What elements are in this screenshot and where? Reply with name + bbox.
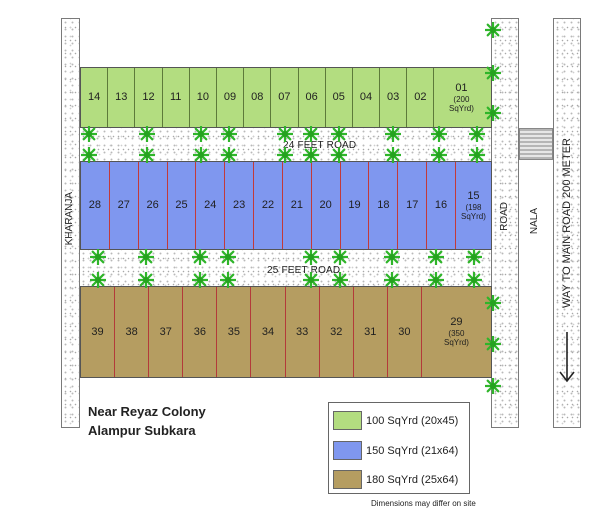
plot-23: 23 (225, 162, 255, 249)
plot-16: 16 (427, 162, 456, 249)
corner-plot-unit: SqYrd) (448, 103, 474, 113)
plot-34: 34 (251, 287, 286, 377)
corner-plot-number: 15 (467, 189, 480, 202)
location-title: Near Reyaz Colony Alampur Subkara (88, 402, 206, 440)
legend-swatch-150 (333, 441, 362, 460)
plot-25: 25 (168, 162, 197, 249)
legend-swatch-100 (333, 411, 362, 430)
plot-17: 17 (398, 162, 428, 249)
plot-02: 02 (407, 68, 435, 127)
plot-08: 08 (244, 68, 272, 127)
legend-item-100: 100 SqYrd (20x45) (333, 411, 458, 430)
dimensions-note: Dimensions may differ on site (371, 499, 476, 508)
right-road-label: ROAD (499, 202, 510, 231)
plot-05: 05 (326, 68, 353, 127)
location-line-2: Alampur Subkara (88, 423, 196, 438)
plot-21: 21 (283, 162, 312, 249)
plot-38: 38 (115, 287, 150, 377)
plot-24: 24 (196, 162, 226, 249)
plot-36: 36 (183, 287, 218, 377)
right-road (491, 18, 519, 428)
plot-14: 14 (81, 68, 109, 127)
corner-plot-number: 01 (455, 81, 468, 94)
location-line-1: Near Reyaz Colony (88, 404, 206, 419)
kharanja-road (61, 18, 80, 428)
corner-plot-area: (198 (465, 202, 482, 212)
plot-39: 39 (81, 287, 116, 377)
legend: 100 SqYrd (20x45) 150 SqYrd (21x64) 180 … (328, 402, 470, 494)
road-25-label: 25 FEET ROAD (267, 265, 341, 276)
plot-12: 12 (135, 68, 163, 127)
legend-item-180: 180 SqYrd (25x64) (333, 470, 458, 489)
corner-plot-unit: SqYrd) (443, 338, 469, 348)
legend-swatch-180 (333, 470, 362, 489)
plot-07: 07 (271, 68, 299, 127)
legend-item-150: 150 SqYrd (21x64) (333, 441, 458, 460)
corner-plot-number: 29 (450, 316, 463, 329)
plot-31: 31 (354, 287, 388, 377)
plot-04: 04 (353, 68, 381, 127)
plot-33: 33 (286, 287, 320, 377)
kharanja-label: KHARANJA (64, 192, 75, 246)
corner-plot-area: (350 (448, 329, 465, 339)
plot-13: 13 (108, 68, 136, 127)
plot-18: 18 (369, 162, 399, 249)
corner-plot-unit: SqYrd) (460, 211, 486, 221)
plot-30: 30 (388, 287, 422, 377)
plot-27: 27 (110, 162, 139, 249)
main-road-label: WAY TO MAIN ROAD 200 METER (561, 138, 573, 308)
arrow-down-icon (559, 332, 575, 383)
legend-label-150: 150 SqYrd (21x64) (366, 444, 459, 457)
plot-06: 06 (299, 68, 326, 127)
plot-20: 20 (312, 162, 341, 249)
corner-plot-area: (200 (453, 94, 470, 104)
plot-37: 37 (149, 287, 184, 377)
plot-28: 28 (81, 162, 110, 249)
plot-22: 22 (254, 162, 283, 249)
nala-label: NALA (529, 208, 540, 235)
road-24-label: 24 FEET ROAD (283, 140, 357, 151)
plot-11: 11 (163, 68, 190, 127)
plot-26: 26 (139, 162, 168, 249)
plot-32: 32 (320, 287, 354, 377)
plot-09: 09 (217, 68, 245, 127)
plot-19: 19 (341, 162, 370, 249)
plot-03: 03 (380, 68, 408, 127)
plot-10: 10 (190, 68, 217, 127)
legend-label-100: 100 SqYrd (20x45) (366, 414, 459, 427)
nala-culvert (519, 128, 553, 160)
plot-35: 35 (217, 287, 252, 377)
legend-label-180: 180 SqYrd (25x64) (366, 473, 459, 486)
